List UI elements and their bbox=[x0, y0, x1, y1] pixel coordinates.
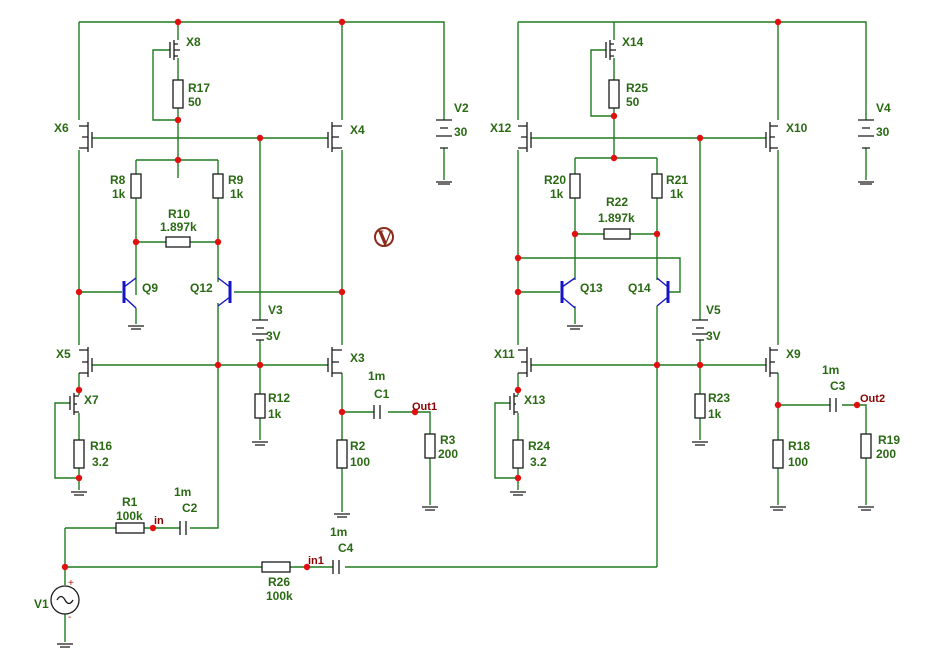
value-r2: 100 bbox=[350, 455, 370, 469]
value-r1: 100k bbox=[116, 509, 143, 523]
label-r12: R12 bbox=[268, 391, 290, 405]
value-r23: 1k bbox=[708, 407, 722, 421]
label-x6: X6 bbox=[54, 121, 69, 135]
label-x11: X11 bbox=[494, 347, 515, 361]
label-x4: X4 bbox=[350, 123, 365, 137]
value-r12: 1k bbox=[268, 407, 282, 421]
value-r20: 1k bbox=[550, 187, 564, 201]
value-r3: 200 bbox=[438, 447, 458, 461]
v1-plus: + bbox=[68, 578, 74, 589]
label-r25: R25 bbox=[626, 81, 648, 95]
label-c1: C1 bbox=[374, 387, 390, 401]
label-x10: X10 bbox=[786, 121, 808, 135]
value-r21: 1k bbox=[670, 187, 684, 201]
label-x14: X14 bbox=[622, 35, 644, 49]
label-r18: R18 bbox=[788, 439, 810, 453]
label-r20: R20 bbox=[544, 173, 566, 187]
value-c2: 1m bbox=[174, 485, 191, 499]
label-r22: R22 bbox=[606, 195, 628, 209]
label-r1: R1 bbox=[122, 495, 138, 509]
junction-nodes bbox=[61, 18, 861, 571]
label-v3: V3 bbox=[268, 303, 283, 317]
value-v5: 3V bbox=[706, 329, 721, 343]
label-v2: V2 bbox=[454, 101, 469, 115]
label-x8: X8 bbox=[186, 35, 201, 49]
value-r22: 1.897k bbox=[598, 211, 635, 225]
label-c3: C3 bbox=[830, 379, 846, 393]
value-r8: 1k bbox=[112, 187, 126, 201]
value-r26: 100k bbox=[266, 589, 293, 603]
value-c4: 1m bbox=[330, 525, 347, 539]
net-out2: Out2 bbox=[860, 393, 885, 405]
label-x12: X12 bbox=[490, 121, 512, 135]
label-r2: R2 bbox=[350, 439, 366, 453]
value-r24: 3.2 bbox=[530, 455, 547, 469]
label-v4: V4 bbox=[876, 101, 891, 115]
net-out1: Out1 bbox=[412, 401, 437, 413]
component-labels: X8 R17 50 X6 X4 V2 30 R8 1k R9 1k R10 1.… bbox=[34, 35, 900, 623]
logo-text: V bbox=[377, 225, 393, 250]
label-r3: R3 bbox=[440, 433, 456, 447]
label-c4: C4 bbox=[338, 541, 354, 555]
value-r17: 50 bbox=[188, 95, 202, 109]
value-r10: 1.897k bbox=[160, 220, 197, 234]
label-q12: Q12 bbox=[190, 281, 213, 295]
value-v4: 30 bbox=[876, 125, 890, 139]
label-r21: R21 bbox=[666, 173, 688, 187]
label-q14: Q14 bbox=[628, 281, 651, 295]
label-q13: Q13 bbox=[580, 281, 603, 295]
label-x3: X3 bbox=[350, 351, 365, 365]
label-r17: R17 bbox=[188, 81, 210, 95]
label-r23: R23 bbox=[708, 391, 730, 405]
label-r24: R24 bbox=[528, 439, 550, 453]
label-x13: X13 bbox=[524, 393, 546, 407]
v1-minus: - bbox=[68, 612, 71, 623]
value-v3: 3V bbox=[266, 329, 281, 343]
label-c2: C2 bbox=[182, 501, 198, 515]
label-r19: R19 bbox=[878, 433, 900, 447]
label-r9: R9 bbox=[228, 173, 244, 187]
logo-icon: V bbox=[374, 225, 394, 250]
value-r16: 3.2 bbox=[92, 455, 109, 469]
value-r9: 1k bbox=[230, 187, 244, 201]
label-r16: R16 bbox=[90, 439, 112, 453]
label-r26: R26 bbox=[268, 575, 290, 589]
label-r10: R10 bbox=[168, 207, 190, 221]
label-v5: V5 bbox=[706, 303, 721, 317]
net-in1: in1 bbox=[308, 555, 324, 567]
components bbox=[50, 40, 874, 648]
label-x7: X7 bbox=[84, 393, 99, 407]
value-v2: 30 bbox=[454, 125, 468, 139]
wires bbox=[54, 21, 867, 642]
value-c3: 1m bbox=[822, 363, 839, 377]
label-r8: R8 bbox=[110, 173, 126, 187]
net-in: in bbox=[154, 515, 164, 527]
value-r25: 50 bbox=[626, 95, 640, 109]
label-x9: X9 bbox=[786, 347, 801, 361]
label-x5: X5 bbox=[56, 347, 71, 361]
value-r18: 100 bbox=[788, 455, 808, 469]
value-c1: 1m bbox=[368, 369, 385, 383]
label-v1: V1 bbox=[34, 597, 49, 611]
label-q9: Q9 bbox=[142, 281, 158, 295]
value-r19: 200 bbox=[876, 447, 896, 461]
